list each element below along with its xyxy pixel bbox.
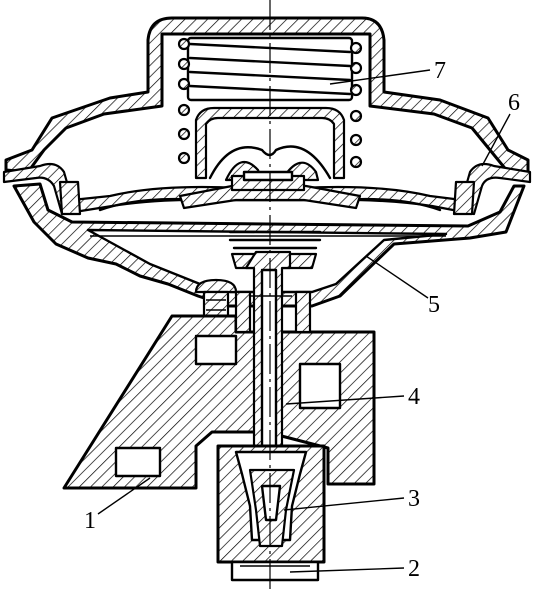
leader-4 xyxy=(285,395,405,405)
leader-1 xyxy=(97,477,151,515)
upper-cover xyxy=(4,16,530,174)
callout-3: 3 xyxy=(408,486,420,512)
callout-4: 4 xyxy=(408,384,420,410)
leader-6 xyxy=(481,113,511,167)
leader-2 xyxy=(289,567,405,573)
valve-seat-nozzle xyxy=(216,444,326,564)
callout-1: 1 xyxy=(84,508,96,534)
callout-labels: 1 2 3 4 5 6 7 xyxy=(84,58,520,582)
leader-7 xyxy=(329,69,431,85)
callout-leaders xyxy=(97,69,511,573)
callout-6: 6 xyxy=(508,90,520,116)
callout-7: 7 xyxy=(434,58,446,84)
leader-5 xyxy=(365,255,429,299)
callout-5: 5 xyxy=(428,292,440,318)
callout-2: 2 xyxy=(408,556,420,582)
leader-3 xyxy=(283,497,405,511)
